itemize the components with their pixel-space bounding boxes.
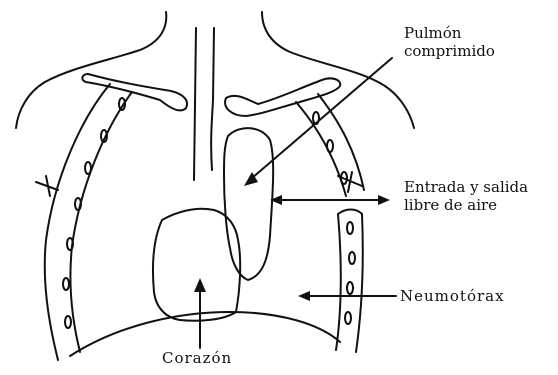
right-rib-band-lower-inner: [356, 214, 363, 352]
label-pulmon-comprimido: Pulmón comprimido: [404, 24, 495, 60]
neumotorax-arrowhead: [298, 291, 310, 301]
label-pulmon-line2: comprimido: [404, 42, 495, 60]
right-rib-band-upper-outer: [296, 102, 346, 196]
label-neumotorax: Neumotórax: [400, 287, 505, 305]
left-clavicle: [82, 74, 187, 110]
trachea: [194, 28, 214, 180]
label-entrada-line2: libre de aire: [404, 196, 528, 214]
right-rib-ovals-lower: [345, 222, 355, 324]
entrada-arrowhead-right: [378, 195, 390, 205]
left-rib-band-outer: [45, 84, 110, 360]
right-rib-band-lower-outer: [336, 214, 341, 350]
corazon-arrowhead: [194, 278, 206, 292]
left-rib-ovals: [63, 98, 125, 328]
label-corazon: Corazón: [162, 349, 232, 367]
right-rib-ovals-upper: [313, 112, 347, 184]
pulmon-leader-line: [252, 58, 392, 178]
compressed-lung: [224, 128, 273, 280]
right-clavicle: [225, 78, 340, 116]
label-pulmon-line1: Pulmón: [404, 24, 495, 42]
neck-right-outline: [262, 12, 414, 128]
right-rib-band-lower-top: [338, 210, 362, 215]
label-entrada-salida: Entrada y salida libre de aire: [404, 178, 528, 214]
label-entrada-line1: Entrada y salida: [404, 178, 528, 196]
left-rib-cross-mark: [36, 176, 58, 196]
